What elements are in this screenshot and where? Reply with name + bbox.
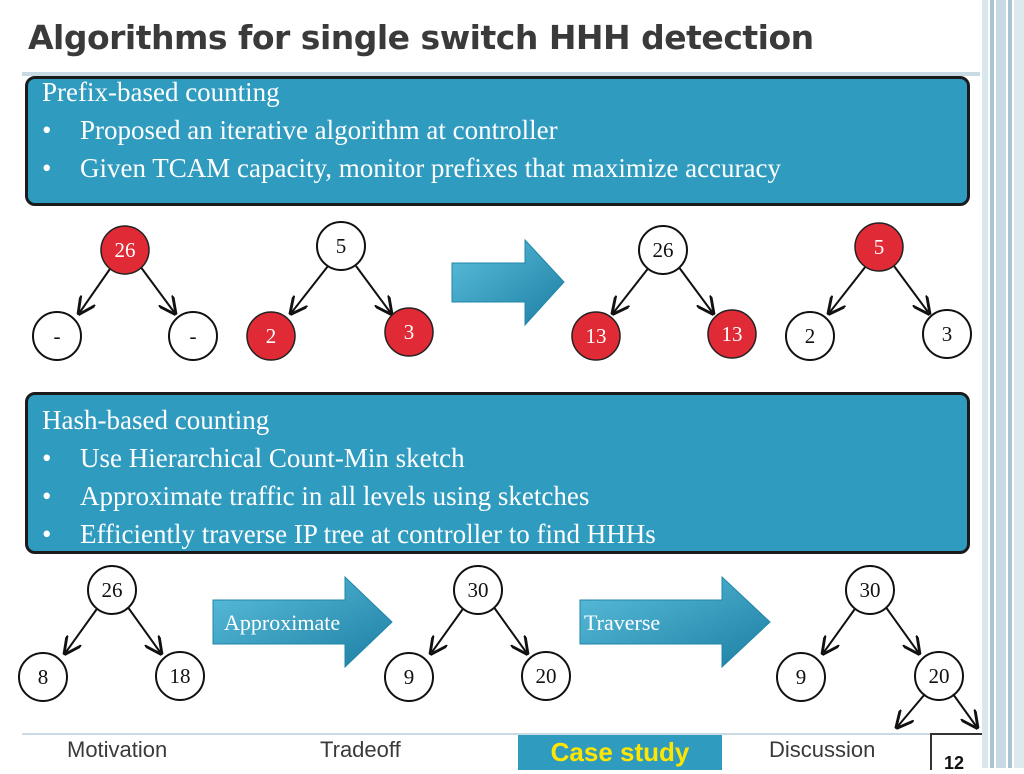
tree-node xyxy=(87,565,137,615)
page-number-box: 12 xyxy=(930,733,982,773)
prefix-heading: Prefix-based counting xyxy=(42,77,280,107)
node-label: 20 xyxy=(536,664,557,688)
node-label: 5 xyxy=(874,235,885,259)
prefix-tree-after-left: 26 13 13 xyxy=(571,225,757,361)
approximate-label: Approximate xyxy=(224,610,341,635)
section-nav: Motivation Tradeoff Case study Discussio… xyxy=(22,733,930,770)
prefix-transition-arrow xyxy=(451,238,565,327)
tree-node xyxy=(914,651,964,701)
node-label: 30 xyxy=(468,578,489,602)
node-label: 9 xyxy=(796,665,807,689)
node-label: 13 xyxy=(586,324,607,348)
node-label: 26 xyxy=(102,578,123,602)
node-label: 2 xyxy=(805,324,816,348)
nav-item-motivation[interactable]: Motivation xyxy=(67,737,168,762)
hash-bullet-1: •Use Hierarchical Count-Min sketch xyxy=(42,443,465,473)
node-label: 30 xyxy=(860,578,881,602)
tree-node xyxy=(922,309,972,359)
tree-node xyxy=(453,565,503,615)
hash-tree-1: 26 8 18 xyxy=(18,565,205,702)
node-label: 9 xyxy=(404,665,415,689)
nav-item-case-study[interactable]: Case study xyxy=(518,735,722,770)
tree-node xyxy=(854,222,904,272)
prefix-tree-after-right: 5 2 3 xyxy=(785,222,972,361)
tree-diagrams: 26 - - 5 2 3 26 13 13 xyxy=(18,221,980,735)
node-label: 3 xyxy=(404,320,415,344)
node-label: - xyxy=(54,324,61,348)
traverse-label: Traverse xyxy=(584,610,661,635)
tree-node xyxy=(638,225,688,275)
tree-node xyxy=(155,651,205,701)
hash-bullet-2: •Approximate traffic in all levels using… xyxy=(42,481,590,511)
prefix-bullet-2: •Given TCAM capacity, monitor prefixes t… xyxy=(42,153,781,183)
approximate-arrow xyxy=(212,575,393,669)
tree-node xyxy=(316,221,366,271)
tree-node xyxy=(776,652,826,702)
tree-node xyxy=(785,311,835,361)
nav-item-case-study-label: Case study xyxy=(550,737,690,767)
prefix-tree-before-left: 26 - - xyxy=(32,225,218,361)
hash-tree-2: 30 9 20 xyxy=(384,565,571,702)
tree-node xyxy=(18,652,68,702)
child-arrow-left xyxy=(898,693,926,726)
node-label: 26 xyxy=(653,238,674,262)
prefix-tree-before-right: 5 2 3 xyxy=(246,221,434,361)
node-label: 26 xyxy=(115,238,136,262)
tree-node xyxy=(384,307,434,357)
nav-item-discussion[interactable]: Discussion xyxy=(769,737,876,762)
node-label: 20 xyxy=(929,664,950,688)
child-arrow-right xyxy=(952,693,976,726)
hash-bullet-3: •Efficiently traverse IP tree at control… xyxy=(42,519,656,549)
tree-node xyxy=(707,309,757,359)
node-label: 3 xyxy=(942,322,953,346)
tree-node xyxy=(32,311,82,361)
node-label: 13 xyxy=(722,322,743,346)
tree-node xyxy=(100,225,150,275)
tree-node xyxy=(246,311,296,361)
node-label: 2 xyxy=(266,324,277,348)
title-bar: Algorithms for single switch HHH detecti… xyxy=(22,8,980,76)
prefix-counting-box: Prefix-based counting •Proposed an itera… xyxy=(25,76,970,206)
title-divider xyxy=(22,72,980,76)
prefix-bullet-1: •Proposed an iterative algorithm at cont… xyxy=(42,115,558,145)
nav-item-tradeoff[interactable]: Tradeoff xyxy=(320,737,401,762)
tree-node xyxy=(384,652,434,702)
node-label: 18 xyxy=(170,664,191,688)
node-label: - xyxy=(190,324,197,348)
hash-counting-box: Hash-based counting •Use Hierarchical Co… xyxy=(25,392,970,554)
tree-node xyxy=(571,311,621,361)
node-label: 5 xyxy=(336,234,347,258)
hash-heading: Hash-based counting xyxy=(42,405,270,435)
decorative-side-stripes xyxy=(982,0,1024,768)
hash-tree-3: 30 9 20 xyxy=(776,565,976,726)
tree-node xyxy=(521,651,571,701)
node-label: 8 xyxy=(38,665,49,689)
tree-node xyxy=(168,311,218,361)
tree-node xyxy=(845,565,895,615)
traverse-arrow xyxy=(579,575,771,669)
page-number: 12 xyxy=(944,753,965,773)
slide-title: Algorithms for single switch HHH detecti… xyxy=(28,18,814,57)
